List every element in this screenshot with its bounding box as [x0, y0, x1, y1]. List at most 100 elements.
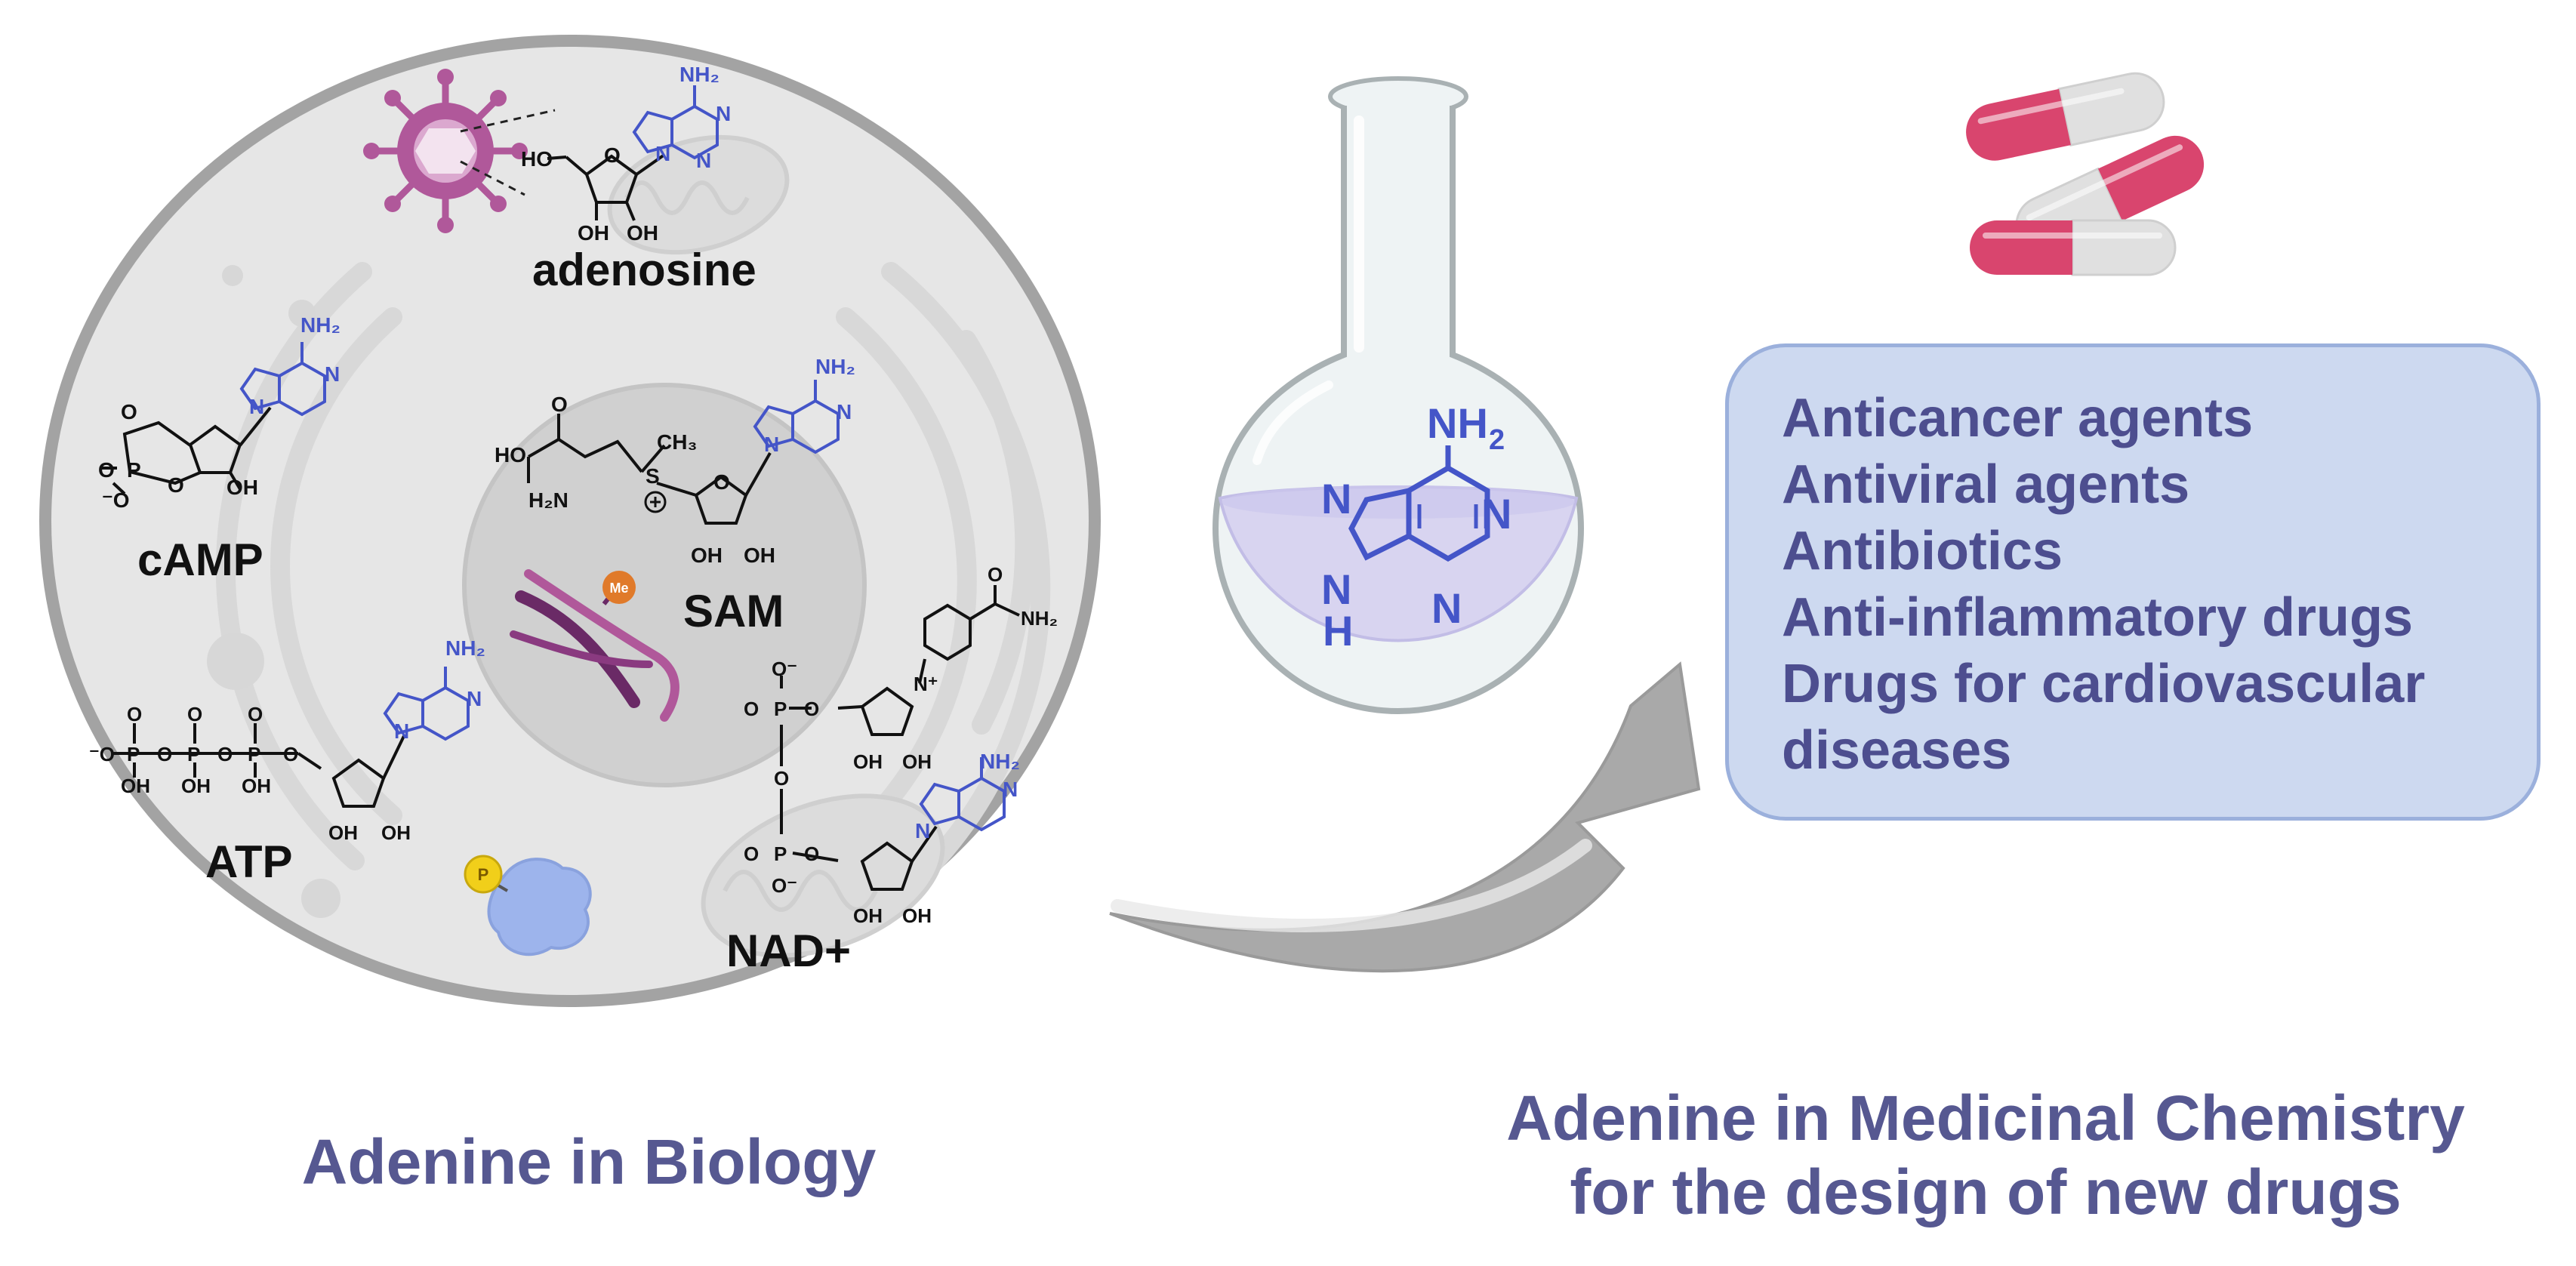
- atom-label: NH₂: [1021, 607, 1058, 630]
- vesicle: [301, 879, 340, 918]
- atom-label: O: [744, 842, 759, 865]
- capsule-icon: [1966, 72, 2165, 161]
- atom-label: O: [283, 743, 298, 765]
- atom-label: ⁻O: [89, 743, 115, 765]
- sam-structure: O HO H₂N CH₃ S O OH OH NH₂ N N SAM: [495, 355, 855, 636]
- atom-label: O: [804, 698, 819, 720]
- molecule-label-sam: SAM: [683, 586, 784, 636]
- atom-label: H₂N: [528, 488, 569, 512]
- cell: [39, 35, 1101, 1007]
- atom-label: OH: [578, 221, 609, 245]
- atom-label: NH₂: [679, 63, 719, 86]
- atom-label: HO: [495, 443, 526, 467]
- atom-label: N: [467, 687, 482, 710]
- drug-class-item: diseases: [1782, 720, 2012, 781]
- caption-biology: Adenine in Biology: [301, 1126, 877, 1197]
- drug-classes-box: Anticancer agents Antiviral agents Antib…: [1725, 343, 2541, 821]
- atom-label: OH: [853, 750, 883, 773]
- nad-structure: O⁻ O P O O O P O O⁻ N⁺ O NH₂ OH OH OH OH…: [726, 563, 1058, 976]
- atom-label: O: [551, 393, 568, 416]
- virus-icon: [363, 69, 556, 233]
- atom-label: OH: [381, 821, 411, 844]
- drug-class-item: Anticancer agents: [1782, 388, 2254, 448]
- flask-nh2-subscript: 2: [1489, 424, 1505, 456]
- atom-label: O: [804, 842, 819, 865]
- atom-label: O: [127, 703, 142, 725]
- atp-structure: O O O ⁻O P O P O P O OH OH OH OH OH NH₂ …: [89, 636, 485, 887]
- nucleus: [462, 383, 867, 787]
- atom-label: O: [187, 703, 202, 725]
- flask-nh2-label: NH: [1427, 399, 1488, 447]
- drug-class-item: Antibiotics: [1782, 521, 2063, 581]
- atom-label: O⁻: [772, 874, 797, 897]
- atom-label: O⁻: [772, 658, 797, 680]
- drug-class-item: Anti-inflammatory drugs: [1782, 587, 2414, 648]
- atom-label: CH₃: [657, 430, 697, 454]
- mitochondrion-icon: [607, 134, 790, 255]
- flask-n-label: N: [1431, 584, 1462, 632]
- flask-adenine-structure: NH 2 N N N H N: [1321, 399, 1511, 655]
- atom-label: O: [713, 470, 730, 494]
- atom-label: OH: [902, 904, 932, 927]
- atom-label: N: [837, 400, 852, 424]
- vesicle: [288, 300, 316, 327]
- atom-label: N: [716, 102, 731, 125]
- atom-label: OH: [853, 904, 883, 927]
- atom-label: NH₂: [445, 636, 485, 660]
- atom-label: OH: [627, 221, 658, 245]
- atom-label: P: [774, 842, 787, 865]
- atom-label: HO: [521, 147, 553, 171]
- mitochondrion-icon: [701, 793, 945, 958]
- atom-label: OH: [902, 750, 932, 773]
- vesicle: [207, 633, 264, 690]
- atom-label: N: [249, 395, 264, 418]
- er-arcs: [215, 262, 1051, 886]
- camp-structure: O P O ⁻O O OH NH₂ N N cAMP: [98, 313, 340, 585]
- atom-label: NH₂: [980, 750, 1020, 773]
- caption-medicinal-line-1: Adenine in Medicinal Chemistry: [1506, 1083, 2465, 1154]
- caption-medicinal-line-2: for the design of new drugs: [1570, 1157, 2402, 1227]
- atom-label: N: [325, 362, 340, 386]
- methyl-badge-label: Me: [609, 581, 628, 596]
- charge-plus-icon: [644, 491, 667, 513]
- atom-label: N: [1003, 778, 1018, 801]
- adenosine-structure: HO O OH OH NH₂ N N N adenosine: [521, 63, 756, 295]
- atom-label: O: [168, 473, 184, 497]
- curved-arrow-icon: [1109, 661, 1701, 973]
- atom-label: N: [655, 142, 670, 165]
- drug-classes-list: Anticancer agents Antiviral agents Antib…: [1782, 385, 2537, 784]
- molecule-label-atp: ATP: [205, 836, 293, 887]
- atom-label: OH: [328, 821, 358, 844]
- atom-label: N: [915, 819, 930, 842]
- protein-icon: [487, 858, 592, 956]
- molecule-label-camp: cAMP: [137, 534, 263, 585]
- atom-label: OH: [691, 544, 723, 567]
- molecule-label-nad: NAD+: [726, 926, 851, 976]
- atom-label: OH: [242, 775, 271, 797]
- phosphate-badge: [464, 855, 503, 894]
- atom-label: O: [121, 400, 137, 424]
- atom-label: ⁻O: [102, 488, 130, 512]
- atom-label: OH: [121, 775, 150, 797]
- atom-label: O: [217, 743, 233, 765]
- atom-label: O: [744, 698, 759, 720]
- drug-class-item: Drugs for cardiovascular: [1782, 654, 2426, 714]
- atom-label: OH: [744, 544, 775, 567]
- drug-class-item: Antiviral agents: [1782, 454, 2190, 515]
- atom-label: O: [98, 458, 115, 482]
- atom-label: OH: [226, 476, 258, 499]
- vesicle: [222, 265, 243, 286]
- atom-label: N: [764, 433, 779, 456]
- atom-label: O: [604, 143, 621, 167]
- flask-n-label: N: [1481, 490, 1511, 538]
- atom-label: N⁺: [914, 673, 938, 695]
- atom-label: O: [988, 563, 1003, 586]
- atom-label: O: [248, 703, 263, 725]
- methyl-badge: [602, 571, 636, 604]
- round-bottom-flask-icon: [1212, 76, 1585, 714]
- atom-label: S: [646, 464, 660, 488]
- atom-label: O: [157, 743, 172, 765]
- atom-label: P: [127, 743, 140, 765]
- flask-h-label: H: [1323, 607, 1353, 655]
